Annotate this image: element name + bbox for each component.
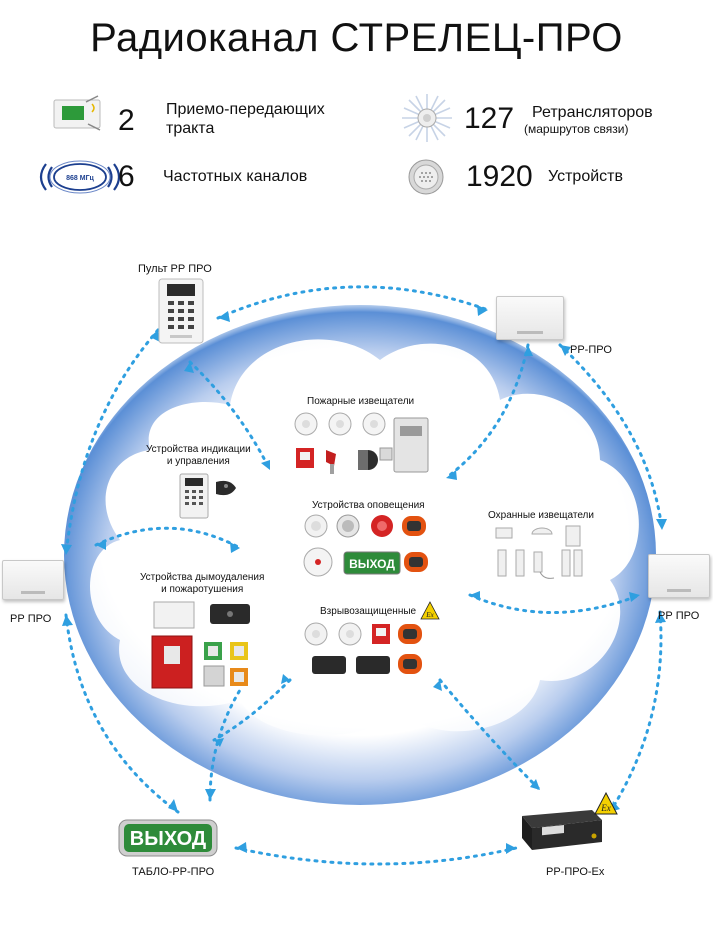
- water-leak-icon: [533, 551, 543, 573]
- tracts-icon: [52, 94, 104, 132]
- rr-left-label: РР ПРО: [10, 613, 52, 625]
- devices-icon: [406, 158, 446, 196]
- glass-break-icon: [531, 527, 553, 535]
- channels-label: Частотных каналов: [163, 168, 308, 185]
- link-tablo-rrex: [234, 846, 518, 866]
- devices-label: Устройств: [548, 168, 623, 185]
- tracts-label-line2: тракта: [166, 120, 215, 137]
- frequency-waves-icon: 868 МГц: [38, 158, 122, 196]
- tablo-sign-text: ВЫХОД: [130, 828, 206, 850]
- din-module-icon: [203, 665, 225, 687]
- link-rrleft-tablo: [64, 613, 180, 814]
- indication-group-label-line2: и управления: [166, 456, 230, 467]
- tracts-label-line1: Приемо-передающих: [166, 101, 325, 118]
- tracts-count: 2: [118, 104, 135, 137]
- motion-detector-icon: [495, 527, 513, 539]
- page-title: Радиоканал СТРЕЛЕЦ-ПРО: [90, 16, 623, 60]
- link-rrex-rrright: [608, 610, 663, 814]
- exit-sign-icon: [343, 551, 401, 575]
- indication-group-label-line1: Устройства индикации: [146, 444, 251, 455]
- fire-group-label: Пожарные извещатели: [307, 396, 415, 407]
- tracts-label: Приемо-передающих тракта: [166, 100, 325, 138]
- channels-count: 6: [118, 160, 135, 193]
- pir-detector-icon: [565, 525, 581, 547]
- rr-ex-badge: Ex: [594, 791, 618, 816]
- rr-top-device[interactable]: [496, 296, 564, 340]
- cloud-shape: [90, 339, 639, 736]
- rr-ex-device[interactable]: [516, 806, 604, 852]
- magnetic-contact-icon: [497, 549, 507, 577]
- indication-group-icons: [176, 472, 246, 522]
- link-pult-rrleft: [64, 328, 160, 557]
- pult-device[interactable]: [156, 277, 208, 345]
- link-pult-fire: [188, 360, 272, 472]
- smoke-group-label-line2: и пожаротушения: [161, 584, 244, 595]
- rr-right-label: РР ПРО: [658, 610, 700, 622]
- smoke-group-label: Устройства дымоудаления и пожаротушения: [140, 572, 264, 596]
- explosion-ex-badge-text: Ex: [425, 611, 434, 619]
- fire-group-icons: [292, 410, 442, 482]
- tablo-device[interactable]: ВЫХОД: [118, 818, 218, 858]
- rr-right-device[interactable]: [648, 554, 710, 598]
- alert-group-icons: ВЫХОД: [302, 514, 442, 584]
- security-group-label: Охранные извещатели: [488, 510, 594, 521]
- rr-top-label: РР-ПРО: [570, 344, 612, 356]
- link-explosion-rrex: [438, 678, 542, 792]
- rr-ex-badge-text: Ex: [600, 803, 611, 813]
- link-rrtop-rrright: [558, 343, 664, 532]
- solar-detector-icon: [379, 447, 393, 461]
- link-security-rrright: [468, 593, 642, 614]
- ex-module-icon-2: [356, 656, 390, 674]
- rr-ex-label: РР-ПРО-Ех: [546, 866, 605, 878]
- security-group-icons: [490, 522, 590, 586]
- repeaters-label: Ретрансляторов: [532, 104, 653, 121]
- smoke-group-label-line1: Устройства дымоудаления: [140, 572, 265, 583]
- tablo-label: ТАБЛО-РР-ПРО: [132, 866, 215, 878]
- repeaters-sublabel: (маршрутов связи): [524, 122, 629, 136]
- link-rrleft-smoke: [94, 526, 242, 550]
- relay-module-icon: [153, 601, 195, 629]
- rr-left-device-slot: [21, 591, 45, 594]
- explosion-group-label: Взрывозащищенные: [320, 606, 417, 617]
- pult-label: Пульт РР ПРО: [138, 263, 212, 275]
- indication-group-label: Устройства индикации и управления: [146, 444, 251, 468]
- repeaters-icon: [398, 92, 456, 144]
- ex-module-icon-1: [312, 656, 346, 674]
- explosion-ex-badge: Ex: [420, 601, 440, 621]
- link-explosion-tablo: [212, 678, 292, 742]
- repeaters-count: 127: [464, 102, 515, 135]
- link-rrtop-fire: [444, 343, 530, 480]
- alert-group-label: Устройства оповещения: [312, 500, 425, 511]
- explosion-group-icons: [302, 622, 432, 682]
- devices-count: 1920: [466, 160, 533, 193]
- smoke-group-icons: [150, 600, 260, 692]
- link-pult-rrtop: [216, 285, 490, 320]
- flame-detector-icon: [326, 450, 336, 466]
- frequency-label: 868 МГц: [66, 175, 94, 182]
- rr-left-device[interactable]: [2, 560, 64, 600]
- rr-top-device-slot: [517, 331, 543, 334]
- alert-exit-sign-text: ВЫХОД: [349, 557, 395, 571]
- rr-right-device-slot: [667, 589, 691, 592]
